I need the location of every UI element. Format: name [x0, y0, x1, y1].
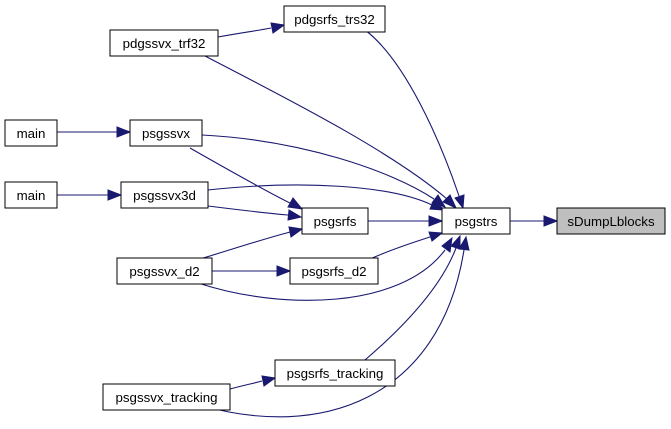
- node-main-1[interactable]: main: [4, 119, 58, 147]
- edge-psgssvx-d2-to-psgsrfs-d2: [212, 265, 292, 277]
- edge-psgssvx3d-to-psgstrs: [207, 184, 446, 211]
- node-psgssvx3d[interactable]: psgssvx3d: [120, 181, 209, 209]
- edge-pdgsrfs-trs32-to-psgstrs: [364, 29, 465, 210]
- node-label: psgsrfs_d2: [301, 264, 366, 279]
- node-label: psgstrs: [455, 214, 498, 229]
- edge-psgssvx-d2-to-psgsrfs: [199, 226, 304, 260]
- node-pdgsrfs-trs32[interactable]: pdgsrfs_trs32: [283, 5, 386, 33]
- edge-psgsrfs-to-psgstrs: [368, 215, 444, 227]
- edge-psgssvx-to-psgsrfs: [189, 147, 304, 210]
- edge-psgssvx3d-to-psgsrfs: [207, 205, 303, 221]
- node-label: psgssvx_tracking: [116, 390, 218, 405]
- node-label: sDumpLblocks: [567, 214, 655, 229]
- node-sdumplblocks[interactable]: sDumpLblocks: [556, 207, 666, 235]
- edge-pdgssvx-trf32-to-pdgsrfs-trs32: [217, 22, 286, 38]
- node-psgssvx[interactable]: psgssvx: [129, 119, 203, 147]
- edge-psgsrfs-tracking-to-psgstrs: [364, 234, 461, 361]
- node-label: psgssvx_d2: [129, 264, 199, 279]
- node-psgsrfs-d2[interactable]: psgsrfs_d2: [289, 257, 379, 285]
- node-pdgssvx-trf32[interactable]: pdgssvx_trf32: [109, 29, 219, 57]
- node-label: psgsrfs_tracking: [287, 366, 384, 381]
- node-main-2[interactable]: main: [4, 181, 58, 209]
- edge-psgssvx-d2-to-psgstrs: [197, 236, 453, 301]
- edge-psgsrfs-d2-to-psgstrs: [367, 231, 444, 261]
- node-label: psgsrfs: [314, 214, 357, 229]
- edge-psgssvx-tracking-to-psgsrfs-tracking: [229, 375, 277, 390]
- node-psgstrs[interactable]: psgstrs: [441, 207, 511, 235]
- node-psgssvx-d2[interactable]: psgssvx_d2: [116, 257, 213, 285]
- node-psgsrfs-tracking[interactable]: psgsrfs_tracking: [274, 359, 396, 387]
- node-label: psgssvx3d: [133, 188, 196, 203]
- node-label: main: [17, 126, 46, 141]
- edge-main1-to-psgssvx: [57, 126, 132, 138]
- node-psgsrfs[interactable]: psgsrfs: [301, 207, 369, 235]
- node-label: pdgsrfs_trs32: [294, 12, 375, 27]
- edge-main2-to-psgssvx3d: [57, 189, 123, 201]
- node-psgssvx-tracking[interactable]: psgssvx_tracking: [102, 383, 231, 411]
- node-label: main: [17, 188, 46, 203]
- edge-psgstrs-to-sdumplblocks: [510, 215, 559, 227]
- edge-pdgssvx-trf32-to-psgstrs: [204, 55, 458, 210]
- edge-psgssvx-tracking-to-psgstrs: [199, 235, 470, 418]
- node-label: psgssvx: [142, 126, 190, 141]
- node-label: pdgssvx_trf32: [123, 36, 206, 51]
